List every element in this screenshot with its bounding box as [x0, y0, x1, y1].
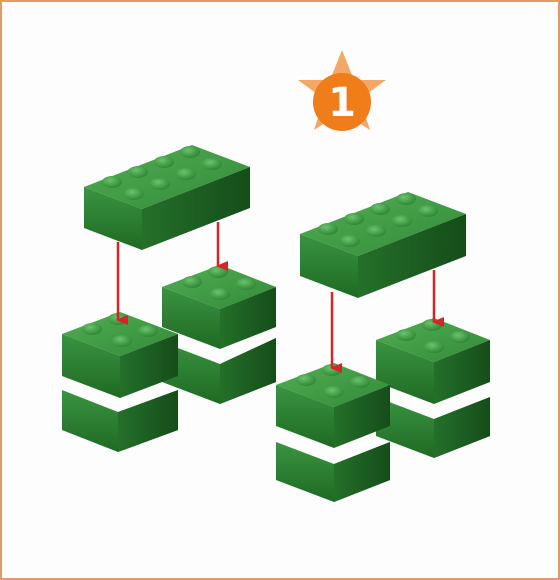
stack-front-right: [276, 363, 390, 502]
stack-front-left: [62, 312, 178, 452]
step-badge: 1: [298, 50, 386, 131]
top-brick-right: [300, 192, 466, 298]
top-brick-left: [84, 145, 250, 250]
stack-back-left: [162, 265, 276, 404]
stack-back-right: [376, 318, 490, 458]
step-number: 1: [328, 80, 356, 126]
